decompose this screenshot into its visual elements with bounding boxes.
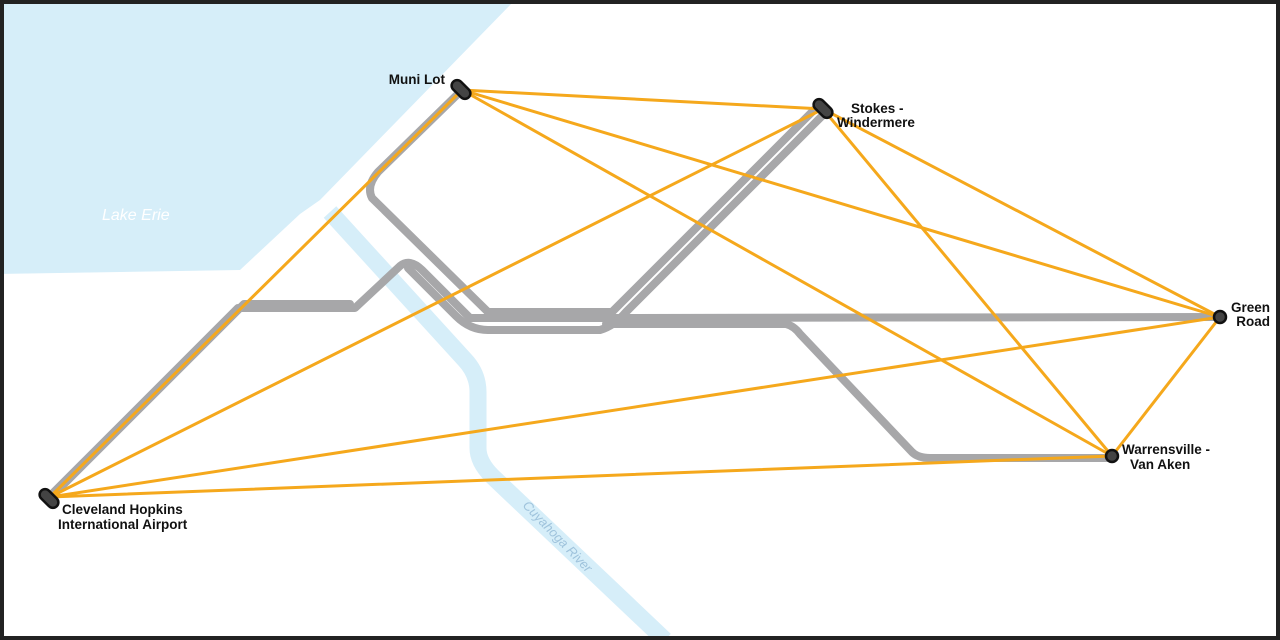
rail-waterfront-loop — [366, 86, 822, 316]
water-layer — [4, 4, 671, 636]
connection-lines — [48, 88, 1222, 499]
station-green-label-line1: Green — [1231, 300, 1270, 315]
station-stokes-label-line2: Windermere — [837, 115, 915, 130]
station-green-marker[interactable] — [1212, 309, 1228, 325]
station-labels: Cleveland Hopkins International Airport … — [58, 72, 1270, 532]
station-airport-label-line2: International Airport — [58, 517, 188, 532]
rail-red-line-west — [44, 258, 1222, 502]
stations — [37, 78, 1228, 510]
station-stokes-marker[interactable] — [811, 97, 834, 120]
cuyahoga-river — [323, 206, 671, 636]
lake-erie-label: Lake Erie — [102, 207, 170, 224]
connection-airport-green — [48, 315, 1222, 499]
connection-stokes-warrensville — [821, 107, 1114, 458]
connection-muni-green — [460, 88, 1222, 319]
rail-blue-line — [602, 320, 1114, 462]
connection-airport-stokes — [48, 107, 825, 499]
station-green-label-line2: Road — [1236, 314, 1270, 329]
station-warrensville-label-line2: Van Aken — [1130, 457, 1190, 472]
station-muni-label: Muni Lot — [389, 72, 446, 87]
cuyahoga-river-label: Cuyahoga River — [520, 498, 596, 576]
lake-erie — [4, 4, 512, 274]
connection-airport-warrensville — [48, 454, 1114, 499]
station-warrensville-marker[interactable] — [1104, 448, 1120, 464]
connection-stokes-green — [821, 107, 1222, 319]
connection-muni-stokes — [460, 88, 825, 111]
station-muni-marker[interactable] — [449, 78, 472, 101]
connection-green-warrensville — [1110, 315, 1222, 458]
connection-muni-warrensville — [460, 88, 1114, 458]
station-airport-marker[interactable] — [37, 487, 60, 510]
connection-airport-muni — [48, 88, 464, 499]
station-warrensville-label-line1: Warrensville - — [1122, 442, 1210, 457]
rail-airport-waterfront — [50, 300, 354, 498]
rail-stokes-trunk — [404, 108, 830, 334]
station-stokes-label-line1: Stokes - — [851, 101, 904, 116]
station-airport-label-line1: Cleveland Hopkins — [62, 502, 183, 517]
